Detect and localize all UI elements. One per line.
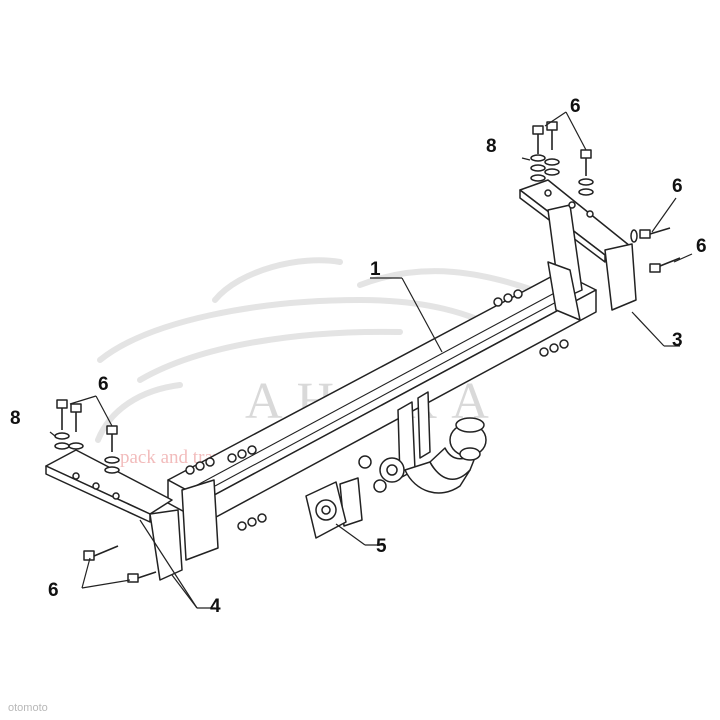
label-part-3: 3	[672, 330, 683, 351]
label-part-4: 4	[210, 596, 221, 617]
right-top-bolts	[530, 121, 594, 196]
socket-plate	[305, 477, 363, 539]
label-part-1: 1	[370, 259, 381, 280]
left-bracket	[45, 449, 219, 581]
label-part-6-left-top: 6	[98, 374, 109, 395]
label-part-8-right: 8	[486, 136, 497, 157]
label-part-5: 5	[376, 536, 387, 557]
tow-ball-assembly	[358, 391, 487, 494]
right-bracket	[519, 179, 637, 321]
label-part-6-left-bottom: 6	[48, 580, 59, 601]
beam-fasteners	[185, 289, 569, 531]
label-part-6-right-a: 6	[672, 176, 683, 197]
right-side-bolts	[630, 227, 681, 273]
label-part-6-top: 6	[570, 96, 581, 117]
label-part-8-left: 8	[10, 408, 21, 429]
left-side-bolts	[83, 545, 157, 583]
leader-lines	[49, 111, 693, 609]
left-top-bolts	[54, 399, 120, 474]
label-part-6-right-b: 6	[696, 236, 707, 257]
footer-watermark: otomoto	[8, 702, 48, 714]
